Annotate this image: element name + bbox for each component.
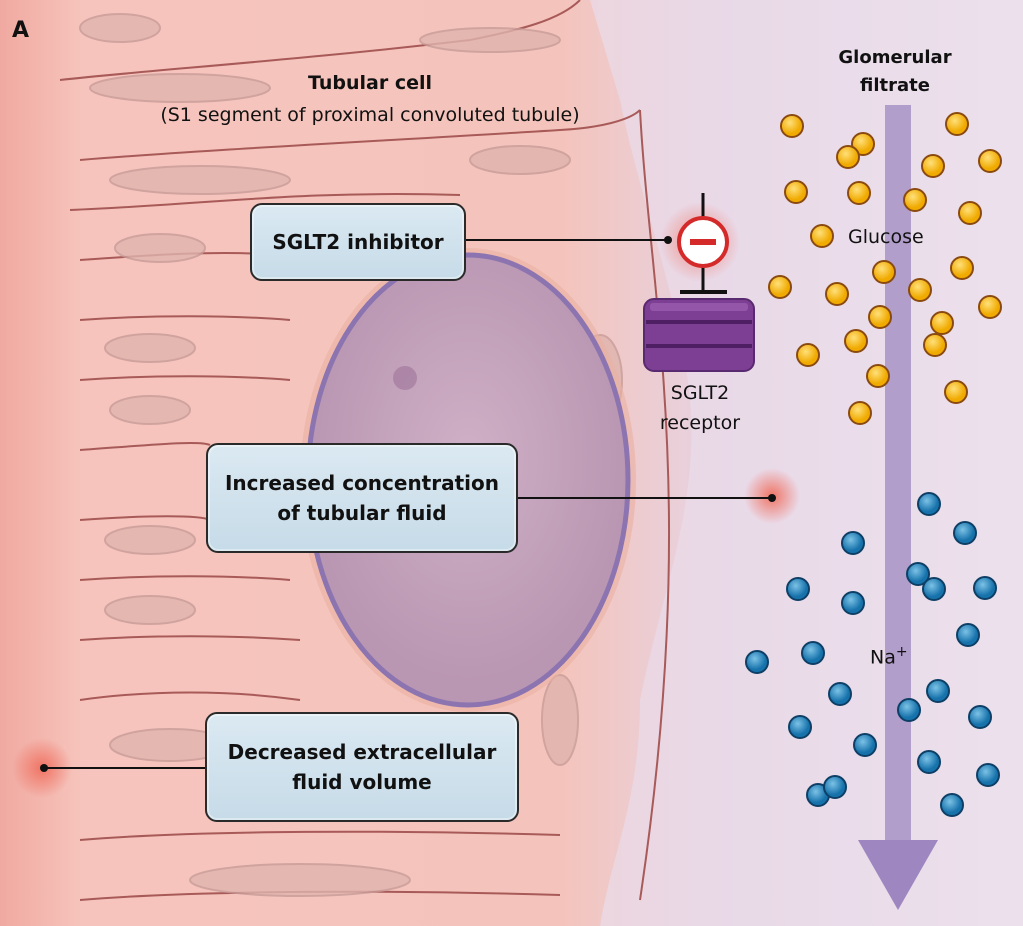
- cell-subtitle: (S1 segment of proximal convoluted tubul…: [160, 104, 580, 126]
- sodium-ion: [786, 577, 810, 601]
- nucleolus: [393, 366, 417, 390]
- sodium-ion: [897, 698, 921, 722]
- glucose-molecule: [768, 275, 792, 299]
- glucose-molecules: [768, 112, 1002, 425]
- filtrate-title: Glomerular filtrate: [800, 44, 990, 100]
- sodium-ion: [823, 775, 847, 799]
- inhibition-icon: [677, 193, 729, 294]
- glucose-molecule: [978, 295, 1002, 319]
- glucose-molecule: [868, 305, 892, 329]
- connector-dot: [40, 764, 48, 772]
- glucose-label: Glucose: [848, 226, 924, 248]
- glucose-molecule: [836, 145, 860, 169]
- glucose-molecule: [950, 256, 974, 280]
- receptor-label: SGLT2 receptor: [640, 378, 760, 438]
- filtrate-title-line1: Glomerular: [838, 47, 952, 68]
- filtrate-title-line2: filtrate: [860, 75, 930, 96]
- tubular-fluid-callout: Increased concentration of tubular fluid: [206, 443, 518, 553]
- glucose-molecule: [780, 114, 804, 138]
- sodium-ion: [828, 682, 852, 706]
- glucose-molecule: [810, 224, 834, 248]
- connector-dot: [664, 236, 672, 244]
- sodium-label-text: Na: [870, 646, 896, 669]
- receptor-label-line2: receptor: [659, 412, 741, 434]
- sglt2-inhibitor-text: SGLT2 inhibitor: [272, 230, 444, 254]
- glucose-molecule: [848, 401, 872, 425]
- sodium-ion: [841, 591, 865, 615]
- sodium-ion: [917, 750, 941, 774]
- sodium-ion: [926, 679, 950, 703]
- ecf-volume-line1: Decreased extracellular: [227, 740, 497, 764]
- glucose-molecule: [908, 278, 932, 302]
- sodium-ions: [745, 492, 1000, 817]
- sodium-label: Na+: [870, 644, 908, 668]
- sglt2-inhibitor-callout: SGLT2 inhibitor: [250, 203, 466, 281]
- ecf-volume-line2: fluid volume: [292, 770, 432, 794]
- glucose-molecule: [903, 188, 927, 212]
- sodium-ion: [922, 577, 946, 601]
- cell-title: Tubular cell: [307, 72, 433, 94]
- glucose-molecule: [944, 380, 968, 404]
- glucose-molecule: [930, 311, 954, 335]
- glucose-molecule: [978, 149, 1002, 173]
- sodium-ion: [853, 733, 877, 757]
- sodium-ion: [906, 562, 930, 586]
- callout-connectors: [44, 239, 772, 769]
- glucose-molecule: [921, 154, 945, 178]
- sodium-ion: [973, 576, 997, 600]
- sodium-ion: [956, 623, 980, 647]
- glucose-molecule: [796, 343, 820, 367]
- receptor-label-line1: SGLT2: [670, 382, 730, 404]
- sodium-charge: +: [895, 644, 908, 660]
- glucose-molecule: [844, 329, 868, 353]
- tubular-fluid-line2: of tubular fluid: [277, 501, 447, 525]
- glucose-molecule: [784, 180, 808, 204]
- glucose-molecule: [945, 112, 969, 136]
- sodium-ion: [801, 641, 825, 665]
- sglt2-receptor-icon: [643, 298, 755, 372]
- cell-membrane-folds: [59, 0, 670, 901]
- glucose-molecule: [872, 260, 896, 284]
- sodium-ion: [788, 715, 812, 739]
- connector-dot: [768, 494, 776, 502]
- sodium-ion: [841, 531, 865, 555]
- sodium-ion: [976, 763, 1000, 787]
- glucose-molecule: [825, 282, 849, 306]
- glucose-molecule: [847, 181, 871, 205]
- sodium-ion: [745, 650, 769, 674]
- ecf-volume-callout: Decreased extracellular fluid volume: [205, 712, 519, 822]
- glucose-molecule: [866, 364, 890, 388]
- sodium-ion: [940, 793, 964, 817]
- sodium-ion: [953, 521, 977, 545]
- tubular-fluid-line1: Increased concentration: [224, 471, 499, 495]
- panel-letter: A: [12, 18, 30, 43]
- sodium-ion: [968, 705, 992, 729]
- glucose-molecule: [923, 333, 947, 357]
- sodium-ion: [917, 492, 941, 516]
- glucose-molecule: [958, 201, 982, 225]
- glucose-molecule: [851, 132, 875, 156]
